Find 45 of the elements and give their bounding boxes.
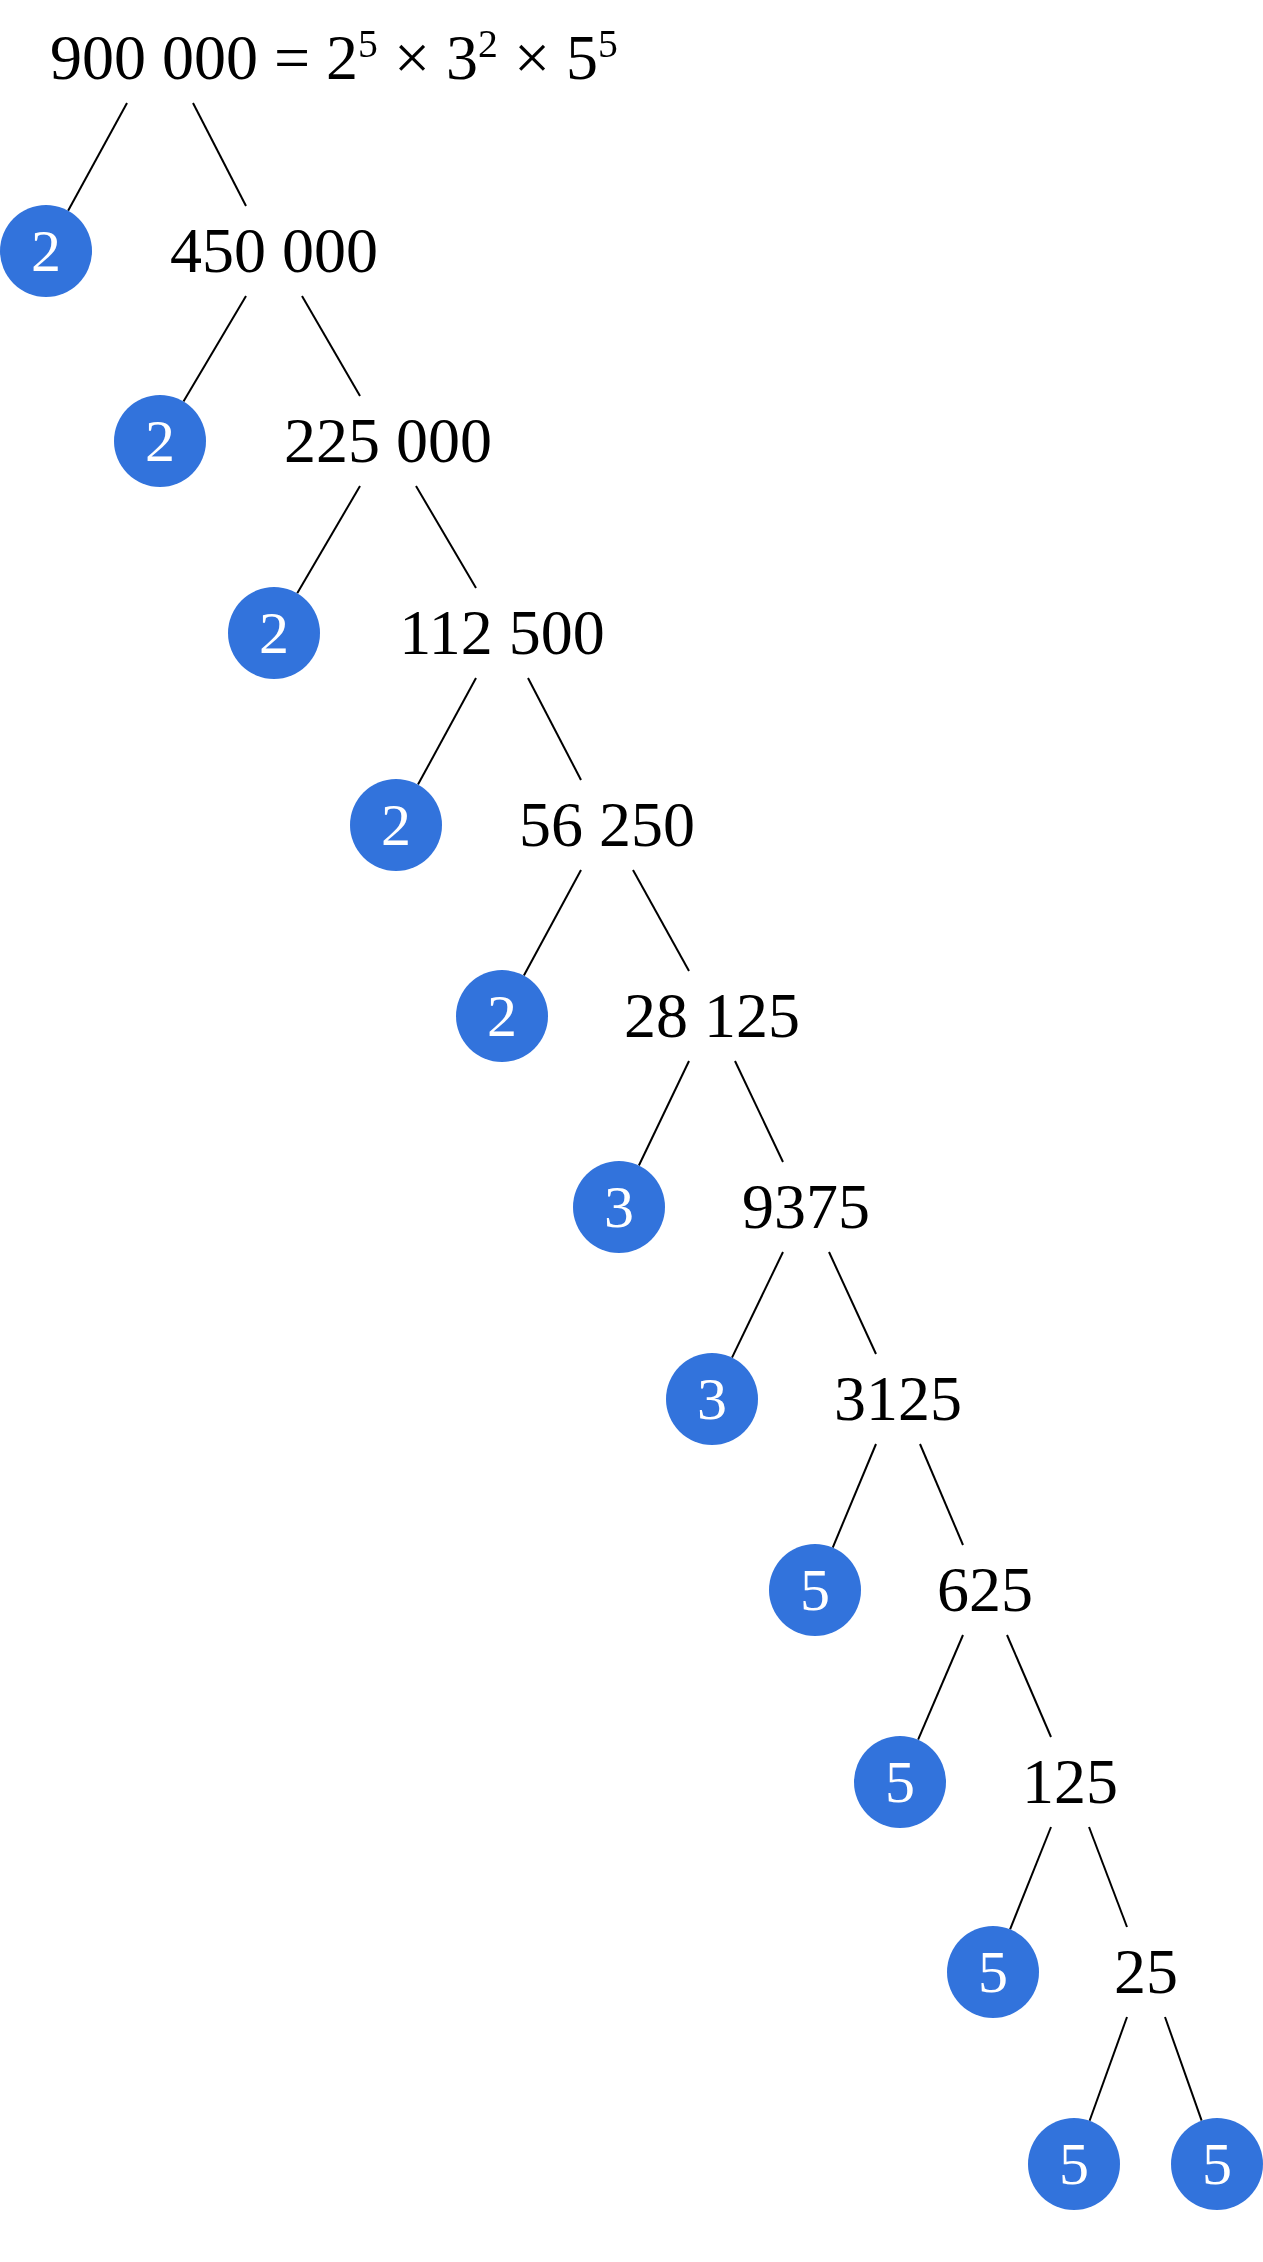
prime-factor-circle: 5 <box>854 1736 946 1828</box>
prime-factor-circle: 5 <box>769 1544 861 1636</box>
factor-number: 25 <box>1114 1927 1178 2017</box>
branch-line <box>731 1251 784 1359</box>
prime-factor-circle: 2 <box>114 395 206 487</box>
prime-factor-circle: 5 <box>947 1926 1039 2018</box>
branch-line <box>917 1634 964 1741</box>
branch-line <box>1088 2016 1128 2122</box>
factor-number: 450 000 <box>170 206 378 296</box>
prime-factor-circle: 5 <box>1028 2118 1120 2210</box>
branch-line <box>1164 2016 1203 2122</box>
factor-number: 225 000 <box>284 396 492 486</box>
branch-line <box>1006 1634 1052 1738</box>
prime-factor-circle: 5 <box>1171 2118 1263 2210</box>
factor-number: 112 500 <box>399 588 605 678</box>
branch-line <box>1009 1826 1052 1931</box>
branch-line <box>734 1060 784 1163</box>
branch-line <box>417 677 477 786</box>
prime-factor-circle: 3 <box>573 1161 665 1253</box>
factor-number: 9375 <box>742 1162 870 1252</box>
factorization-equation: 900 000 = 2$^{5}$ × 3$^{2}$ × 5$^{5}$ <box>50 13 618 103</box>
prime-factor-circle: 2 <box>456 970 548 1062</box>
branch-line <box>415 485 477 589</box>
factor-number: 28 125 <box>624 971 800 1061</box>
prime-factor-circle: 3 <box>666 1353 758 1445</box>
branch-line <box>1088 1826 1128 1928</box>
branch-line <box>192 102 247 207</box>
prime-factor-circle: 2 <box>0 205 92 297</box>
branch-line <box>828 1251 877 1355</box>
factor-number: 625 <box>937 1545 1033 1635</box>
prime-factor-circle: 2 <box>350 779 442 871</box>
factor-number: 3125 <box>834 1354 962 1444</box>
branch-line <box>67 102 128 212</box>
branch-line <box>527 677 582 781</box>
factor-number: 125 <box>1022 1737 1118 1827</box>
branch-line <box>296 485 361 595</box>
branch-line <box>831 1443 877 1549</box>
branch-line <box>182 295 247 403</box>
branch-line <box>637 1060 690 1167</box>
factor-number: 56 250 <box>519 780 695 870</box>
branch-line <box>632 869 690 972</box>
branch-line <box>919 1443 964 1546</box>
branch-line <box>301 295 361 397</box>
prime-factor-circle: 2 <box>228 587 320 679</box>
branch-line <box>522 869 582 977</box>
